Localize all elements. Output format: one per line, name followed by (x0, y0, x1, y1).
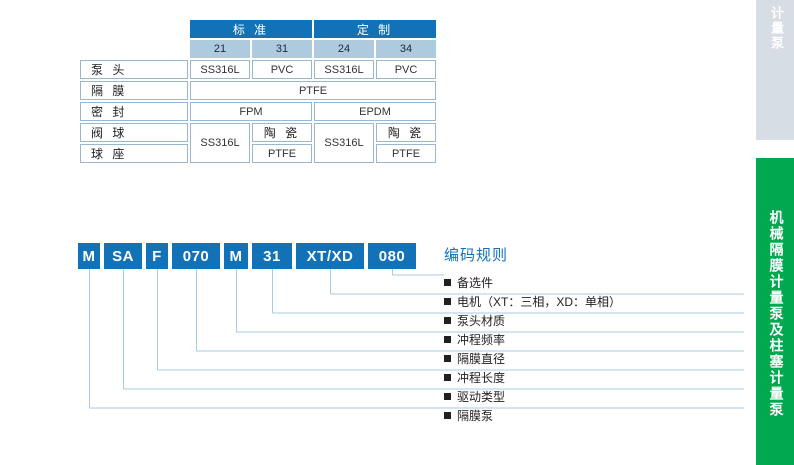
subheader-31: 31 (252, 40, 312, 58)
rail-bottom-green: 机械隔膜计量泵及柱塞计量泵 (756, 158, 794, 465)
legend-item-label: 驱动类型 (457, 390, 506, 404)
legend-item-label: 泵头材质 (457, 314, 506, 328)
cell-pump-head-24: SS316L (314, 60, 374, 79)
cell-pump-head-21: SS316L (190, 60, 250, 79)
cell-valve-ball-31: 陶 瓷 (252, 123, 312, 142)
legend-item-label: 冲程频率 (457, 333, 506, 347)
code-block-0[interactable]: M (78, 243, 100, 269)
legend-item-label: 隔膜泵 (457, 409, 494, 423)
square-bullet-icon (444, 279, 451, 286)
code-block-5[interactable]: 31 (252, 243, 292, 269)
legend-item-7: 隔膜泵 (444, 407, 744, 426)
table-row: 隔 膜 PTFE (80, 81, 436, 100)
table-row: 球 座 PTFE PTFE (80, 144, 436, 163)
cell-pump-head-34: PVC (376, 60, 436, 79)
legend-item-1: 电机（XT：三相，XD：单相） (444, 293, 744, 312)
group-header-standard: 标 准 (190, 20, 312, 38)
cell-seal-custom: EPDM (314, 102, 436, 121)
materials-table: 标 准 定 制 21 31 24 34 泵 头 SS316L PVC SS316… (78, 18, 438, 165)
row-label-seal: 密 封 (80, 102, 188, 121)
table-row: 密 封 FPM EPDM (80, 102, 436, 121)
row-label-ball-seat: 球 座 (80, 144, 188, 163)
legend-item-0: 备选件 (444, 274, 744, 293)
square-bullet-icon (444, 374, 451, 381)
row-label-diaphragm: 隔 膜 (80, 81, 188, 100)
rail-top-gray: 计量泵 (756, 0, 794, 140)
cell-ball-seat-31: PTFE (252, 144, 312, 163)
legend-item-2: 泵头材质 (444, 312, 744, 331)
square-bullet-icon (444, 393, 451, 400)
row-label-valve-ball: 阀 球 (80, 123, 188, 142)
rail-bottom-label: 机械隔膜计量泵及柱塞计量泵 (768, 210, 785, 418)
rail-top-label: 计量泵 (769, 6, 784, 51)
cell-pump-head-31: PVC (252, 60, 312, 79)
legend-item-label: 电机（XT：三相，XD：单相） (457, 295, 622, 309)
legend-item-list: 备选件电机（XT：三相，XD：单相） 泵头材质冲程频率隔膜直径冲程长度驱动类型隔膜… (444, 274, 744, 426)
cell-seal-standard: FPM (190, 102, 312, 121)
legend-item-6: 驱动类型 (444, 388, 744, 407)
code-block-6[interactable]: XT/XD (296, 243, 364, 269)
cell-ball-seat-34: PTFE (376, 144, 436, 163)
legend-item-4: 隔膜直径 (444, 350, 744, 369)
cell-valve-ball-34: 陶 瓷 (376, 123, 436, 142)
cell-valve-ball-21: SS316L (190, 123, 250, 163)
square-bullet-icon (444, 336, 451, 343)
square-bullet-icon (444, 412, 451, 419)
square-bullet-icon (444, 355, 451, 362)
code-block-7[interactable]: 080 (368, 243, 416, 269)
cell-diaphragm-all: PTFE (190, 81, 436, 100)
subheader-34: 34 (376, 40, 436, 58)
legend-item-label: 隔膜直径 (457, 352, 506, 366)
table-group-header-row: 标 准 定 制 (80, 20, 436, 38)
code-block-4[interactable]: M (224, 243, 248, 269)
table-subheader-row: 21 31 24 34 (80, 40, 436, 58)
legend-title: 编码规则 (444, 247, 509, 264)
code-block-3[interactable]: 070 (172, 243, 220, 269)
legend-item-label: 备选件 (457, 276, 494, 290)
legend-item-3: 冲程频率 (444, 331, 744, 350)
table-row: 泵 头 SS316L PVC SS316L PVC (80, 60, 436, 79)
code-block-1[interactable]: SA (104, 243, 142, 269)
row-label-pump-head: 泵 头 (80, 60, 188, 79)
cell-valve-ball-24: SS316L (314, 123, 374, 163)
table-row: 阀 球 SS316L 陶 瓷 SS316L 陶 瓷 (80, 123, 436, 163)
legend-item-5: 冲程长度 (444, 369, 744, 388)
subheader-24: 24 (314, 40, 374, 58)
subheader-21: 21 (190, 40, 250, 58)
group-header-custom: 定 制 (314, 20, 436, 38)
square-bullet-icon (444, 317, 451, 324)
coding-rule-legend: 编码规则 备选件电机（XT：三相，XD：单相） 泵头材质冲程频率隔膜直径冲程长度驱… (444, 244, 744, 426)
legend-item-label: 冲程长度 (457, 371, 506, 385)
square-bullet-icon (444, 298, 451, 305)
code-block-2[interactable]: F (146, 243, 168, 269)
